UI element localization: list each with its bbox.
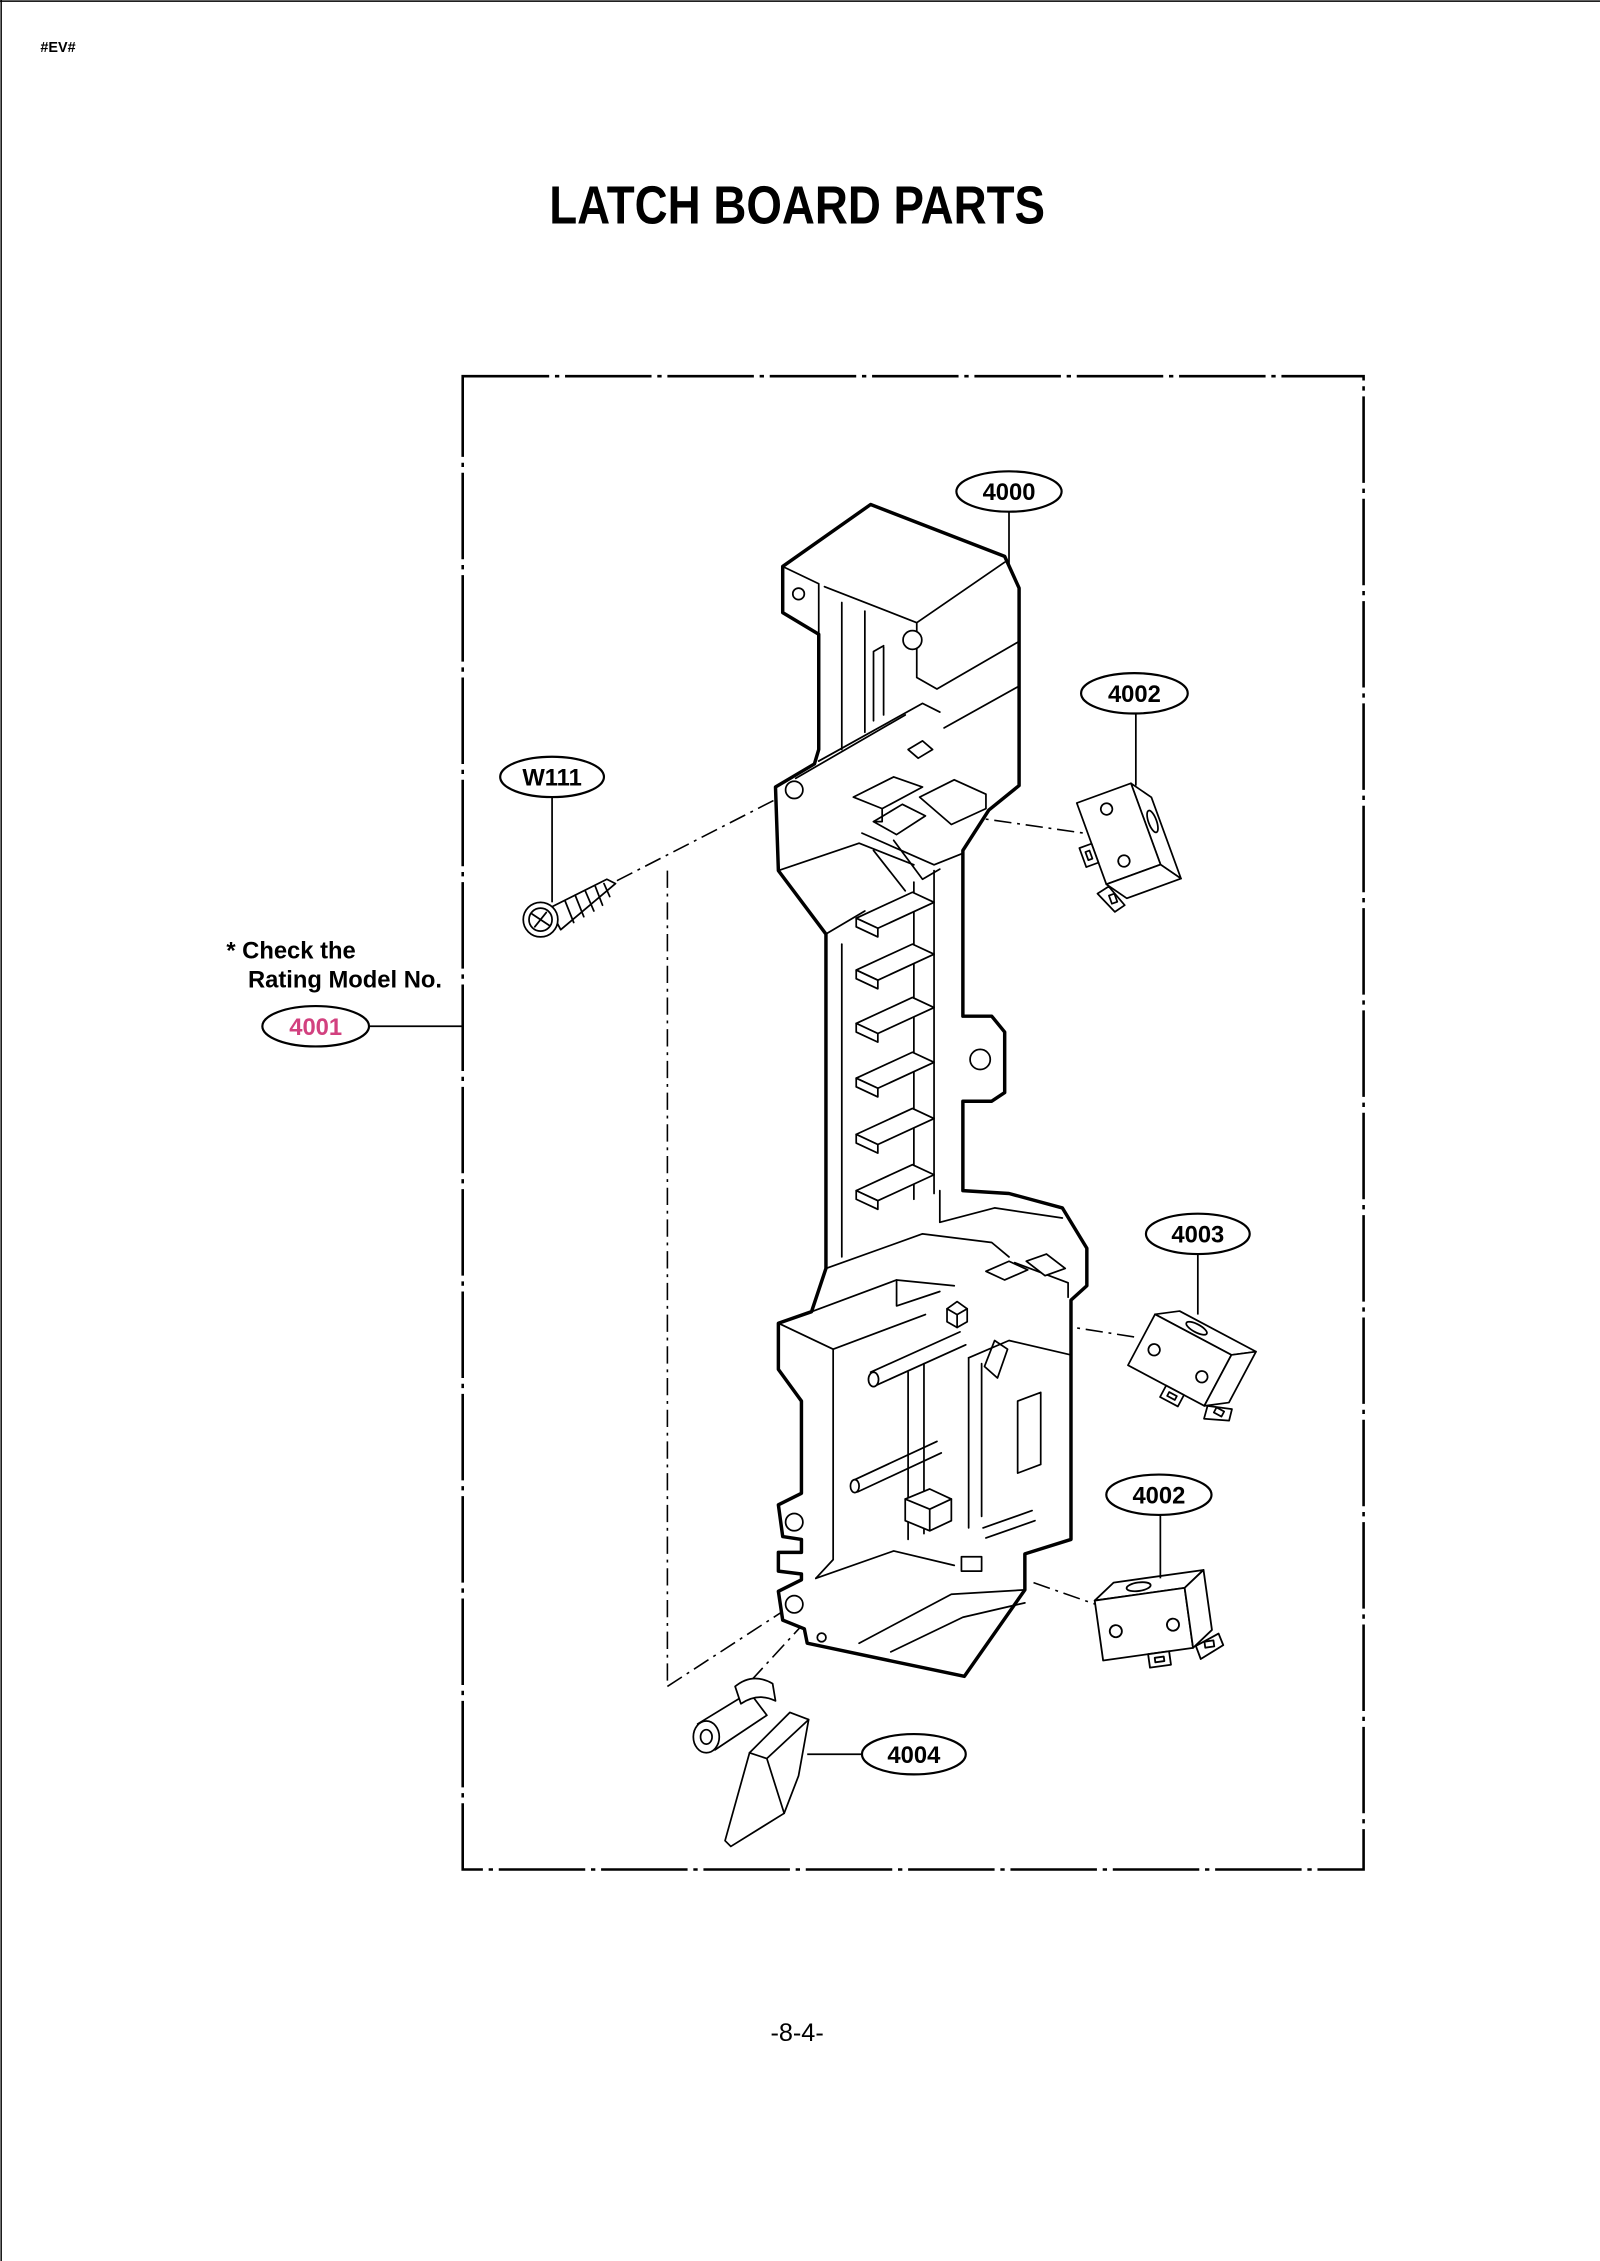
- callout-label: 4000: [983, 479, 1036, 506]
- callout-label: 4002: [1132, 1482, 1185, 1509]
- page-title: LATCH BOARD PARTS: [549, 176, 1045, 235]
- assembly-guide-lines: [616, 789, 1139, 1688]
- callout-label: 4002: [1108, 681, 1161, 708]
- middle-switch-icon: [1121, 1300, 1265, 1432]
- page-number: -8-4-: [770, 2019, 823, 2047]
- callout-4002-lower: 4002: [1105, 1473, 1213, 1517]
- callout-4004: 4004: [860, 1732, 967, 1776]
- upper-switch-icon: [1063, 777, 1185, 917]
- callout-label-highlight: 4001: [289, 1014, 342, 1041]
- callout-4000: 4000: [955, 470, 1063, 513]
- exploded-view-frame: [461, 374, 1365, 1871]
- note-line-1: * Check the: [226, 938, 355, 965]
- lower-switch-icon: [1091, 1567, 1226, 1675]
- callout-w111: W111: [499, 755, 606, 799]
- screw-icon: [522, 878, 617, 938]
- callout-label: W111: [522, 765, 581, 792]
- callout-4003: 4003: [1144, 1212, 1251, 1256]
- rating-model-note: * Check the Rating Model No.: [226, 938, 442, 994]
- callout-4002-upper: 4002: [1079, 672, 1189, 715]
- leader-lines: [369, 511, 1199, 1756]
- callout-label: 4004: [887, 1742, 941, 1769]
- page-code: #EV#: [40, 40, 75, 56]
- callout-label: 4003: [1171, 1221, 1224, 1248]
- lever-icon: [692, 1677, 810, 1848]
- latch-board-icon: [773, 502, 1089, 1679]
- callout-4001: 4001: [261, 1005, 371, 1048]
- note-line-2: Rating Model No.: [248, 966, 442, 993]
